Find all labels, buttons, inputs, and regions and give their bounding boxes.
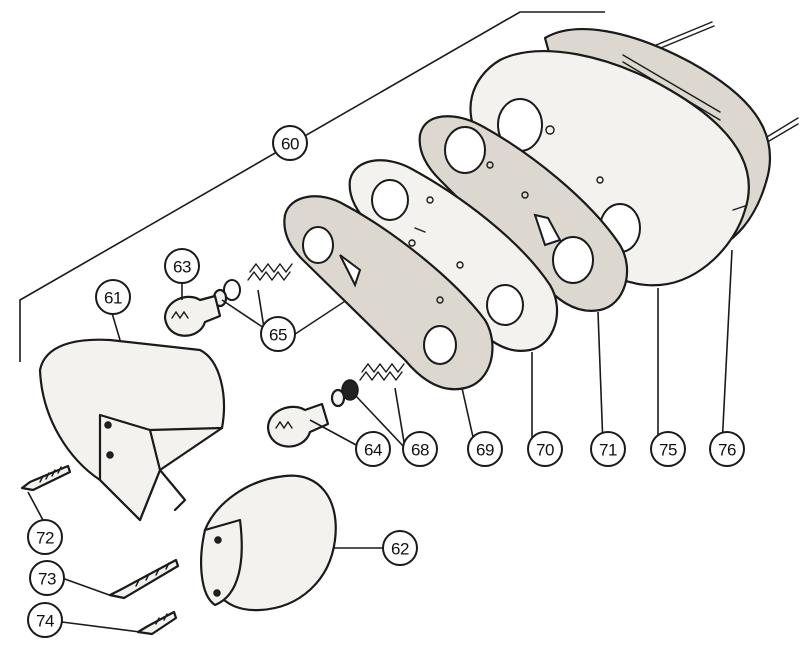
upper-lens-61 [38, 338, 226, 522]
screw-73 [108, 558, 180, 600]
callout-60: 60 [272, 125, 308, 161]
callout-61: 61 [95, 279, 131, 315]
svg-text:69: 69 [476, 441, 494, 460]
svg-text:72: 72 [36, 529, 54, 548]
svg-text:65: 65 [269, 326, 287, 345]
svg-text:68: 68 [411, 441, 429, 460]
callout-72: 72 [27, 519, 63, 555]
svg-text:74: 74 [36, 612, 54, 631]
callout-68: 68 [402, 431, 438, 467]
bulb-64 [266, 402, 330, 448]
callout-71: 71 [590, 431, 626, 467]
spring-65 [212, 262, 293, 308]
callout-74: 74 [27, 602, 63, 638]
gasket-71 [418, 115, 629, 312]
svg-text:60: 60 [281, 135, 299, 154]
bulb-63 [163, 294, 222, 337]
spring-68 [330, 362, 405, 408]
callout-73: 73 [29, 560, 65, 596]
svg-text:76: 76 [718, 441, 736, 460]
svg-text:61: 61 [104, 289, 122, 308]
callout-69: 69 [467, 431, 503, 467]
svg-text:62: 62 [391, 540, 409, 559]
callout-75: 75 [650, 431, 686, 467]
callout-76: 76 [709, 431, 745, 467]
callout-64: 64 [355, 431, 391, 467]
svg-text:70: 70 [536, 441, 554, 460]
callout-65: 65 [260, 316, 296, 352]
callout-70: 70 [527, 431, 563, 467]
lower-lens-62 [200, 474, 337, 612]
screw-74 [136, 610, 178, 636]
mounting-plate-70 [348, 159, 559, 352]
callout-62: 62 [382, 530, 418, 566]
svg-text:63: 63 [173, 258, 191, 277]
svg-text:64: 64 [364, 441, 382, 460]
svg-text:71: 71 [599, 441, 617, 460]
svg-text:75: 75 [659, 441, 677, 460]
leader-lines [27, 249, 733, 633]
callout-63: 63 [164, 248, 200, 284]
front-gasket-69 [283, 195, 494, 391]
svg-text:73: 73 [38, 570, 56, 589]
screw-72 [20, 464, 72, 492]
